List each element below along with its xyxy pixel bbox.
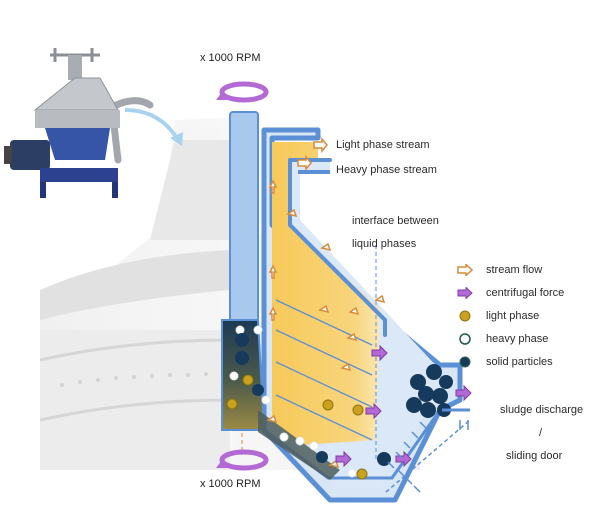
separator-machine-illustration [4, 48, 154, 198]
legend-item-centrifugal-force: centrifugal force [456, 285, 564, 301]
rotation-arrow-bottom [216, 449, 269, 471]
light-phase-region [272, 142, 380, 445]
disc-stack [275, 299, 373, 441]
legend-item-light-phase: light phase [456, 308, 539, 324]
legend-label: heavy phase [486, 333, 549, 345]
legend-label: centrifugal force [486, 287, 565, 299]
zoom-callout-arrowhead [170, 132, 183, 146]
sludge-label-line1: sludge discharge [500, 404, 584, 416]
rpm-top-label: x 1000 RPM [200, 52, 261, 64]
sludge-label-line3: sliding door [506, 450, 563, 462]
sludge-label-line2: / [539, 427, 543, 439]
zoom-callout-arrow [124, 108, 180, 142]
legend-item-heavy-phase: heavy phase [456, 331, 548, 347]
interface-label-line1: interface between [352, 215, 439, 227]
centrifugal-force-arrow-icon [456, 286, 474, 300]
legend-label: stream flow [486, 264, 543, 276]
centrifugal-force-arrows [335, 344, 472, 468]
interface-label-line2: liquid phases [352, 238, 417, 250]
separator-inner-wall [288, 158, 387, 337]
rpm-bottom-label: x 1000 RPM [200, 478, 261, 490]
feed-tube [229, 111, 259, 328]
light-phase-dot-icon [456, 309, 474, 323]
light-phase-particles [226, 374, 368, 480]
rotation-arrow-top [216, 81, 269, 103]
legend-item-solid-particles: solid particles [456, 354, 553, 370]
legend-item-stream-flow: stream flow [456, 262, 542, 278]
legend-label: solid particles [486, 356, 553, 368]
light-phase-stream-label: Light phase stream [336, 139, 430, 151]
heavy-phase-stream-label: Heavy phase stream [336, 164, 437, 176]
heavy-phase-dot-icon [456, 332, 474, 346]
stream-flow-arrows [266, 136, 386, 469]
stream-flow-arrow-icon [456, 263, 474, 277]
legend-label: light phase [486, 310, 540, 322]
sliding-door [385, 408, 471, 493]
solid-particles [235, 333, 453, 466]
solid-particle-dot-icon [456, 355, 474, 369]
